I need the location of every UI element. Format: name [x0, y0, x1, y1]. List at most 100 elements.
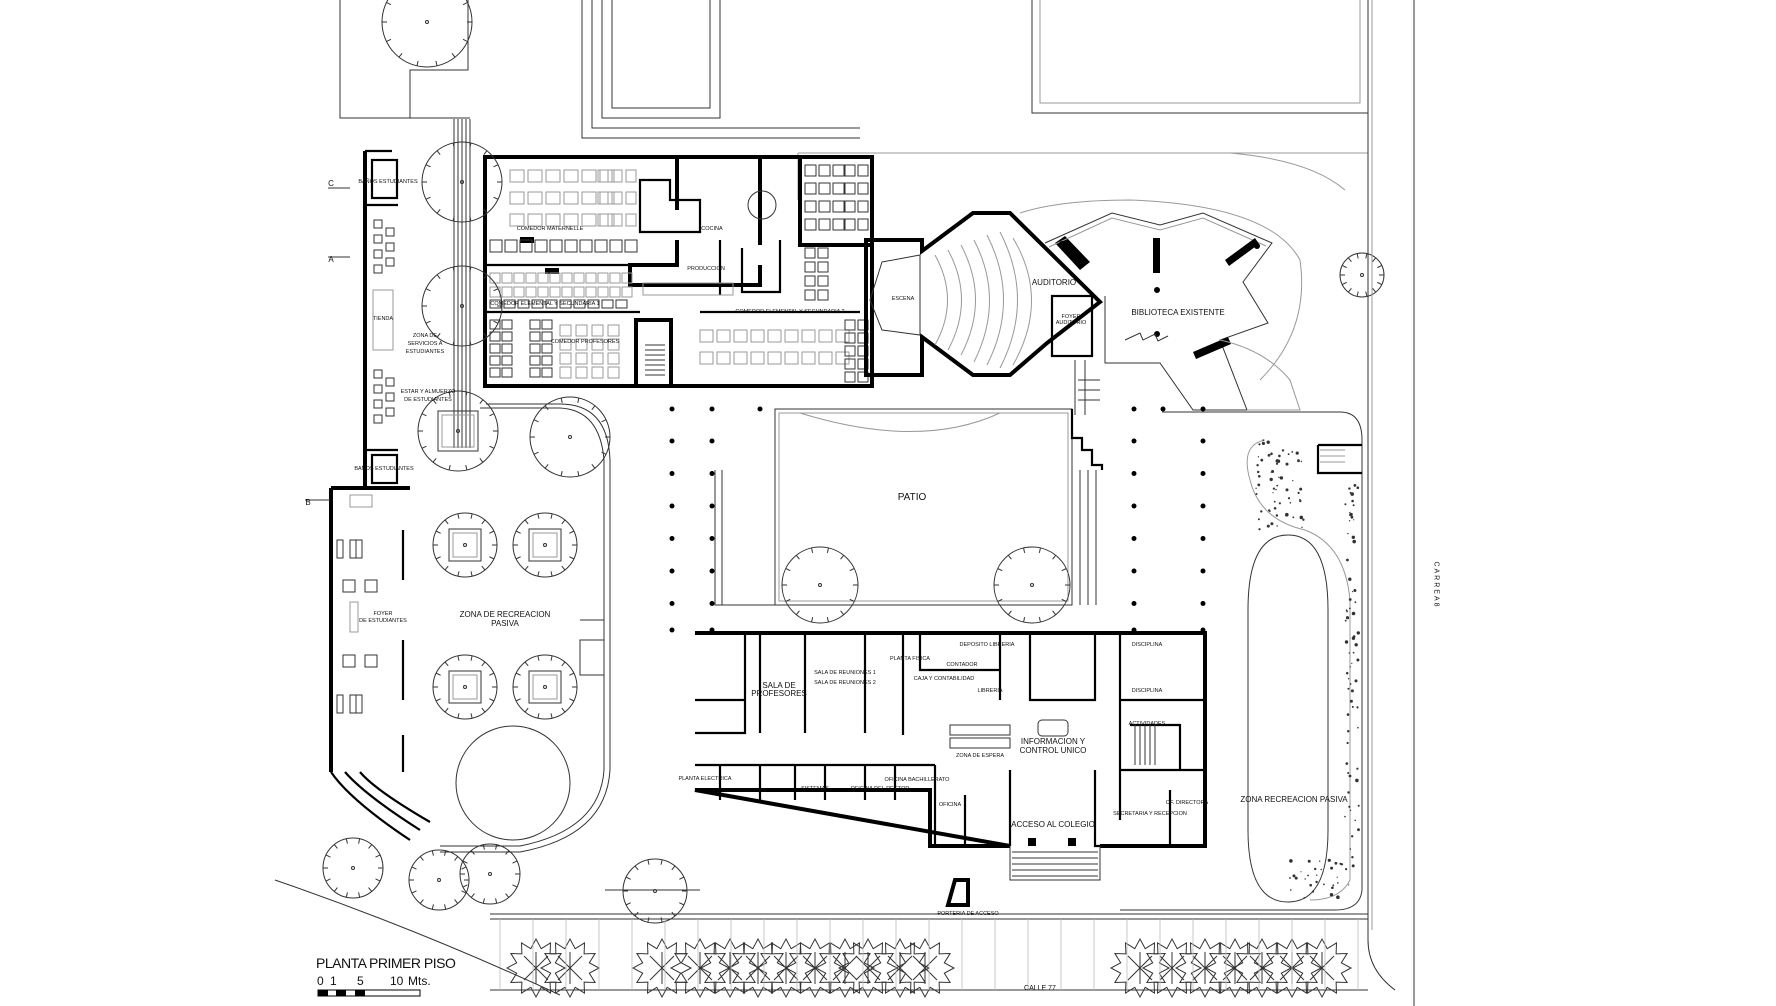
- tree-tick: [452, 266, 455, 272]
- vegetation-dot: [1348, 598, 1352, 601]
- vegetation-dot: [1258, 443, 1261, 446]
- dining-table: [591, 338, 604, 351]
- street-tree-canopy: [669, 937, 731, 999]
- student-table: [373, 219, 383, 229]
- student-services-wing: [363, 149, 403, 490]
- label-banos-top: BAÑOS ESTUDIANTES: [358, 178, 418, 185]
- sofa: [355, 539, 363, 559]
- dining-table: [611, 169, 623, 183]
- dining-table: [534, 239, 548, 253]
- vegetation-dot: [1319, 860, 1321, 862]
- dining-table: [857, 200, 869, 213]
- dining-table: [541, 367, 553, 378]
- tree-tick: [550, 571, 553, 577]
- dining-table: [527, 169, 543, 183]
- column-dot: [1131, 601, 1137, 606]
- dining-table: [621, 286, 633, 298]
- dining-table: [818, 164, 831, 177]
- dining-table: [804, 275, 816, 287]
- dining-table: [559, 352, 572, 365]
- dining-table: [573, 286, 585, 298]
- tree-tick: [591, 405, 596, 410]
- tree-tick: [435, 556, 441, 560]
- dining-table: [513, 272, 525, 284]
- foyer-table: [342, 579, 356, 593]
- vegetation-dot: [1357, 804, 1360, 807]
- tree-tick: [524, 565, 529, 571]
- vegetation-dot: [1261, 441, 1265, 445]
- vegetation-dot: [1258, 528, 1261, 531]
- tree-tick: [625, 902, 631, 906]
- street-tree-canopy: [699, 937, 761, 999]
- dining-table: [575, 324, 588, 337]
- tree-tick: [419, 899, 424, 904]
- tree-tick: [1347, 287, 1352, 293]
- tree-planter: [437, 410, 479, 452]
- street-tree-icon: [505, 937, 567, 999]
- dining-table: [504, 239, 518, 253]
- vegetation-dot: [1273, 507, 1277, 510]
- tree-tick: [489, 445, 495, 449]
- tree-tick: [493, 288, 499, 292]
- tree-tick: [333, 844, 338, 849]
- vegetation-dot: [1314, 867, 1317, 871]
- tree-tick: [482, 898, 485, 904]
- dining-table: [581, 191, 597, 205]
- dining-table: [832, 164, 845, 177]
- tree-planter: [441, 414, 475, 448]
- dining-table: [804, 289, 816, 301]
- vegetation-dot: [1346, 558, 1349, 562]
- student-table: [385, 227, 395, 237]
- tree-tick: [444, 707, 449, 713]
- dining-table: [625, 213, 637, 227]
- dining-table: [501, 286, 513, 298]
- tree-tick: [1372, 287, 1377, 293]
- tree-tick: [647, 917, 650, 923]
- vegetation-dot: [1292, 516, 1295, 519]
- vegetation-dot: [1339, 862, 1342, 865]
- vegetation-dot: [1356, 486, 1360, 490]
- vegetation-dot: [1351, 499, 1354, 503]
- dining-table: [541, 355, 553, 366]
- dining-table: [818, 182, 831, 195]
- tree-tick: [462, 38, 468, 42]
- column-dot: [1131, 471, 1137, 476]
- dining-table: [767, 329, 782, 343]
- dining-table: [597, 191, 609, 205]
- tree-tick: [591, 464, 596, 469]
- label-planta-electrica: PLANTA ELECTRICA: [678, 776, 731, 782]
- column-dot: [1200, 536, 1206, 541]
- street-tree-canopy: [631, 937, 693, 999]
- vegetation-dot: [1292, 480, 1294, 482]
- vegetation-dot: [1346, 741, 1349, 745]
- tree-canopy: [408, 849, 470, 911]
- tree-tick: [1377, 265, 1383, 269]
- dining-table: [527, 213, 543, 227]
- street-tree-icon: [814, 937, 876, 999]
- vegetation-dot: [1336, 895, 1340, 899]
- dining-table: [625, 191, 637, 205]
- dining-table: [545, 299, 558, 309]
- vegetation-dot: [1307, 859, 1311, 863]
- tree-tick: [436, 274, 441, 279]
- vegetation-dot: [1348, 577, 1352, 581]
- tree-tick: [493, 164, 499, 168]
- label-disciplina: DISCIPLINA: [1132, 688, 1163, 694]
- tree-tick: [577, 471, 580, 477]
- column-dot: [1200, 568, 1206, 574]
- label-zona-servicios: ESTUDIANTES: [406, 349, 445, 355]
- label-actividades: ACTIVIDADES: [1129, 721, 1166, 727]
- label-banos-bottom: BAÑOS ESTUDIANTES: [354, 465, 414, 472]
- left-recreation-zone: [440, 403, 611, 853]
- tree-tick: [997, 568, 1003, 572]
- label-biblioteca: BIBLIOTECA EXISTENTE: [1131, 308, 1224, 317]
- scale-bar: [317, 989, 421, 997]
- dining-table: [501, 367, 513, 378]
- column-dot: [1131, 536, 1137, 541]
- tree-trunk: [437, 878, 441, 882]
- vegetation-dot: [1351, 591, 1354, 593]
- dining-table: [716, 329, 731, 343]
- tree-canopy: [432, 654, 498, 720]
- label-zona-servicios: ZONA DE: [413, 333, 437, 339]
